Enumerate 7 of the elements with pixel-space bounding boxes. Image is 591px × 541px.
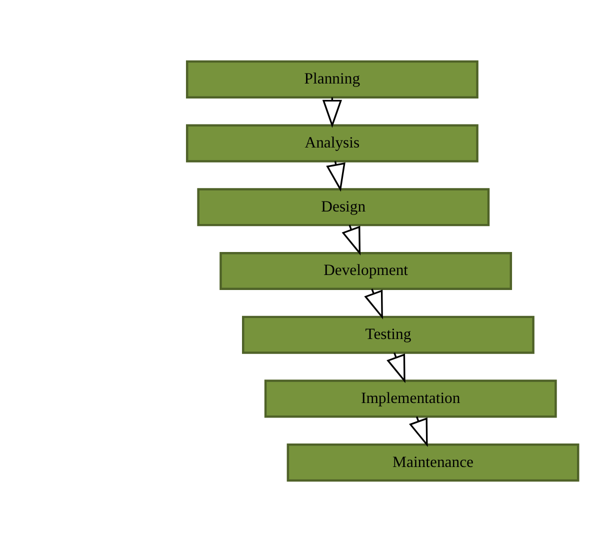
node-box: Analysis [186,124,478,162]
node-box: Testing [242,315,534,354]
node-box: Development [220,251,512,290]
node-box: Design [197,188,490,226]
node-box: Planning [186,60,478,98]
node-box: Maintenance [286,443,580,482]
node-box: Implementation [264,379,557,418]
